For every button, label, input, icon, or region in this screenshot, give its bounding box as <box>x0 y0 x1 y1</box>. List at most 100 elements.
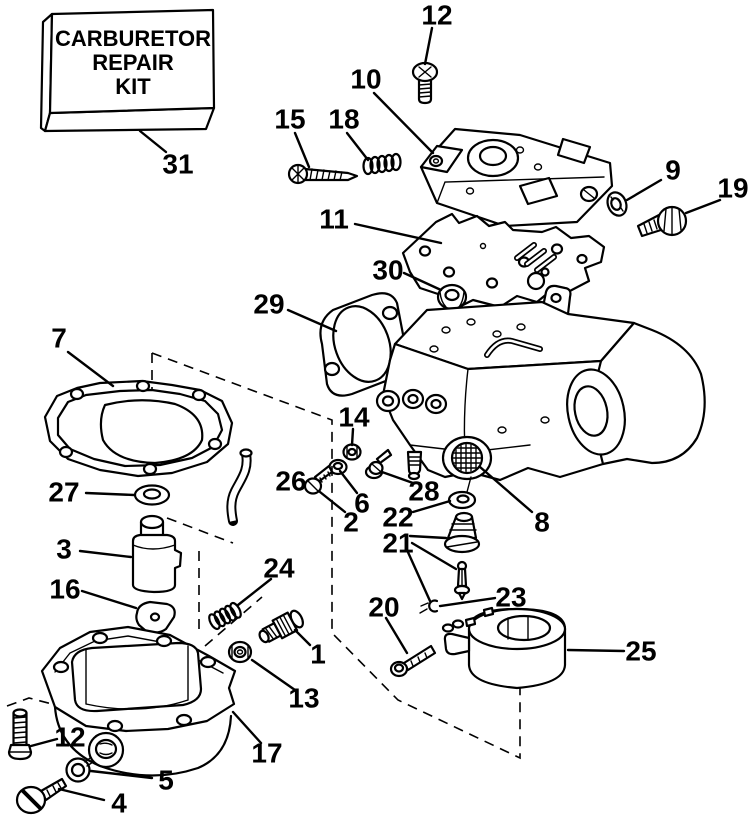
part-jet-1 <box>258 609 304 644</box>
callout-23: 23 <box>495 582 526 613</box>
leader-line-17 <box>231 710 263 745</box>
part-spring-18 <box>362 152 402 176</box>
callout-8: 8 <box>534 507 550 538</box>
callout-28: 28 <box>408 476 439 507</box>
part-needle-seat-21 <box>443 511 481 554</box>
callout-19: 19 <box>717 173 748 204</box>
kit-box-line-3: KIT <box>115 74 151 99</box>
callout-13: 13 <box>288 683 319 714</box>
leader-line-21 <box>405 548 432 603</box>
callout-25: 25 <box>625 636 656 667</box>
callout-22: 22 <box>382 502 413 533</box>
kit-box-line-2: REPAIR <box>92 50 174 75</box>
repair-kit-box: CARBURETOR REPAIR KIT <box>39 8 216 133</box>
leader-line-4 <box>57 787 106 802</box>
part-washer-9 <box>606 191 628 217</box>
part-carb-body-8 <box>375 284 706 482</box>
leader-line-10 <box>372 91 435 155</box>
part-plug-4 <box>15 777 68 815</box>
callout-18: 18 <box>328 104 359 135</box>
leader-line-13 <box>250 658 297 692</box>
callout-4: 4 <box>111 788 127 819</box>
callout-3: 3 <box>56 534 72 565</box>
leader-line-7 <box>66 350 115 388</box>
callout-2: 2 <box>343 507 359 538</box>
part-washer-27 <box>133 484 171 506</box>
part-grommet-30 <box>436 283 468 311</box>
callout-7: 7 <box>51 323 67 354</box>
leader-line-19 <box>684 198 722 215</box>
callout-17: 17 <box>251 738 282 769</box>
part-bowl-17 <box>40 625 237 777</box>
callout-27: 27 <box>48 477 79 508</box>
leader-line-31 <box>138 129 168 154</box>
part-gasket-16 <box>135 600 176 634</box>
leader-line-3 <box>78 549 133 559</box>
part-gasket-7 <box>43 379 234 478</box>
callout-20: 20 <box>368 592 399 623</box>
leader-line-28 <box>380 470 415 485</box>
leader-line-29 <box>286 308 338 333</box>
leader-line-11 <box>353 222 443 245</box>
leader-line-22 <box>411 499 452 514</box>
part-nut-13 <box>227 640 253 664</box>
callout-12-top: 12 <box>421 0 452 31</box>
callout-30: 30 <box>372 255 403 286</box>
part-float-25 <box>441 606 567 690</box>
callout-14: 14 <box>338 402 370 433</box>
leader-line-24 <box>236 577 273 607</box>
leader-line-20 <box>384 616 409 655</box>
part-spring-24 <box>208 601 242 631</box>
part-pin-20 <box>389 644 437 678</box>
callout-1: 1 <box>310 639 326 670</box>
leader-line-12-bottom <box>29 737 59 748</box>
part-screw-28 <box>364 448 393 480</box>
leader-line-15 <box>293 131 311 169</box>
leader-line-5 <box>89 769 154 780</box>
leader-line-14 <box>350 427 355 447</box>
part-bolt-19 <box>636 205 688 238</box>
part-oring-5 <box>65 757 94 783</box>
callout-24: 24 <box>263 553 295 584</box>
callout-10: 10 <box>350 64 381 95</box>
part-washer-22 <box>447 476 477 510</box>
alignment-dashes <box>6 352 521 760</box>
leader-line-27 <box>84 491 136 497</box>
part-pump-cover-10 <box>419 127 614 228</box>
leader-line-23 <box>438 596 497 608</box>
leader-line-18 <box>345 131 370 162</box>
callout-6: 6 <box>354 488 370 519</box>
callout-31: 31 <box>162 149 193 180</box>
part-screw-12-top <box>411 61 439 105</box>
callout-11: 11 <box>319 204 349 235</box>
leader-line-12-top <box>423 26 434 66</box>
part-screw-26 <box>303 464 334 495</box>
leader-line-8 <box>478 465 534 514</box>
leader-line-21 <box>408 534 448 540</box>
part-needle-21 <box>453 560 471 601</box>
leader-line-9 <box>625 178 663 202</box>
callout-5: 5 <box>158 765 174 796</box>
leader-line-16 <box>80 589 138 610</box>
leader-line-25 <box>566 648 626 653</box>
part-clip-23 <box>419 599 439 614</box>
callout-12-bottom: 12 <box>54 722 85 753</box>
part-screw-15 <box>287 163 359 185</box>
leader-line-6 <box>338 469 359 495</box>
part-washer-6 <box>328 458 348 476</box>
part-inlet-tube <box>226 448 253 526</box>
part-cup-3 <box>131 514 183 594</box>
part-gasket-11 <box>401 212 606 310</box>
kit-box-line-1: CARBURETOR <box>55 26 211 51</box>
leader-line-2 <box>318 490 347 514</box>
callout-26: 26 <box>275 466 306 497</box>
part-screw-12-bottom <box>7 708 33 761</box>
leader-line-21 <box>410 541 458 571</box>
callout-16: 16 <box>49 574 80 605</box>
leader-line-1 <box>293 628 312 647</box>
callout-21: 21 <box>382 528 413 559</box>
part-nut-14 <box>342 443 362 461</box>
